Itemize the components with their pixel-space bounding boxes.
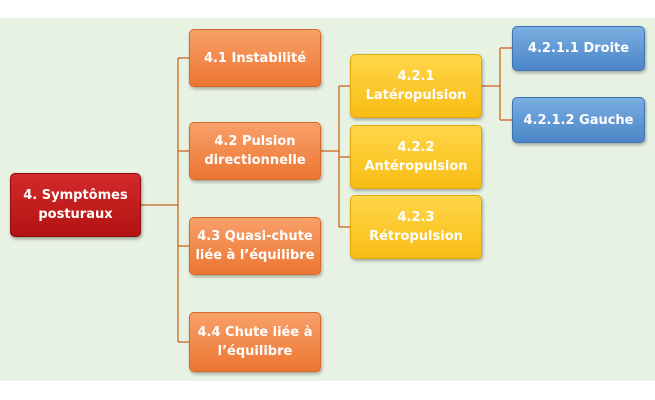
node-4-2-3-retropulsion: 4.2.3 Rétropulsion [350, 195, 482, 259]
node-label: 4.1 Instabilité [203, 50, 307, 66]
node-label: 4.3 Quasi-chute liée à l’équilibre [195, 229, 315, 263]
node-4-symptomes-posturaux: 4. Symptômes posturaux [10, 173, 141, 237]
node-label: 4. Symptômes posturaux [23, 188, 128, 222]
node-label: 4.2 Pulsion directionnelle [204, 134, 306, 168]
node-4-1-instabilite: 4.1 Instabilité [189, 29, 321, 87]
node-label: 4.2.2 Antéropulsion [364, 140, 468, 174]
node-4-3-quasi-chute: 4.3 Quasi-chute liée à l’équilibre [189, 217, 321, 275]
node-label: 4.2.1.1 Droite [527, 41, 630, 56]
node-label: 4.4 Chute liée à l’équilibre [197, 325, 313, 359]
node-4-2-1-2-gauche: 4.2.1.2 Gauche [512, 97, 645, 143]
node-4-2-1-lateropulsion: 4.2.1 Latéropulsion [350, 54, 482, 118]
node-4-2-1-1-droite: 4.2.1.1 Droite [512, 26, 645, 71]
node-label: 4.2.3 Rétropulsion [369, 210, 463, 244]
node-label: 4.2.1 Latéropulsion [365, 69, 467, 103]
node-4-4-chute: 4.4 Chute liée à l’équilibre [189, 312, 321, 372]
node-4-2-2-anteropulsion: 4.2.2 Antéropulsion [350, 125, 482, 189]
node-label: 4.2.1.2 Gauche [523, 112, 634, 128]
node-4-2-pulsion-directionnelle: 4.2 Pulsion directionnelle [189, 122, 321, 180]
